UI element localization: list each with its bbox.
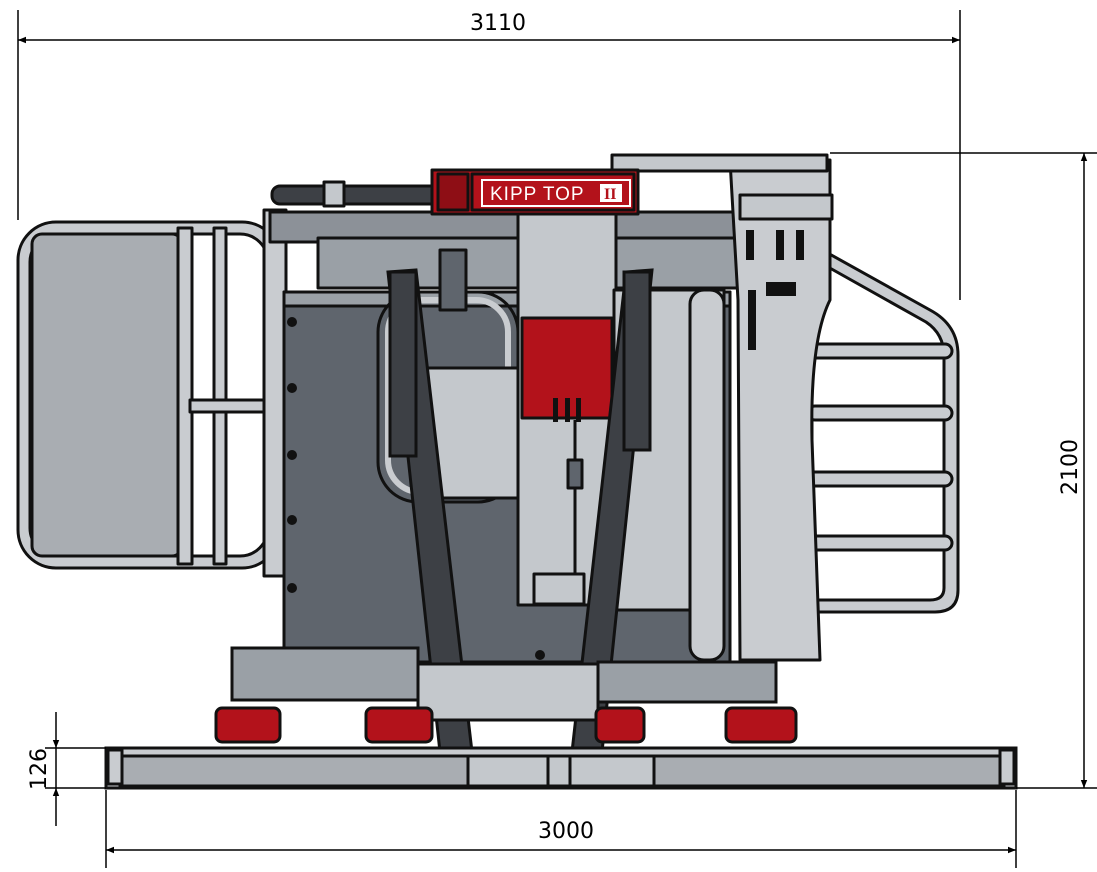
base-frame <box>104 746 1018 790</box>
lower-housing <box>214 646 798 744</box>
dimension-lines <box>17 10 1097 868</box>
foot-3 <box>594 706 646 744</box>
dim-overall-width: 3110 <box>470 11 526 36</box>
right-gate <box>788 230 960 614</box>
dim-base-width: 3000 <box>538 819 594 844</box>
dim-base-height: 126 <box>27 748 52 790</box>
brand-text: KIPP TOP <box>490 184 585 205</box>
foot-2 <box>364 706 434 744</box>
right-post <box>728 158 832 662</box>
machine-illustration <box>16 153 960 664</box>
brand-numeral: II <box>604 186 616 203</box>
left-gate <box>16 208 288 578</box>
brand-plate: KIPP TOP II <box>481 179 631 207</box>
dim-overall-height: 2100 <box>1058 439 1083 495</box>
straps <box>386 268 654 754</box>
foot-1 <box>214 706 282 744</box>
foot-4 <box>724 706 798 744</box>
